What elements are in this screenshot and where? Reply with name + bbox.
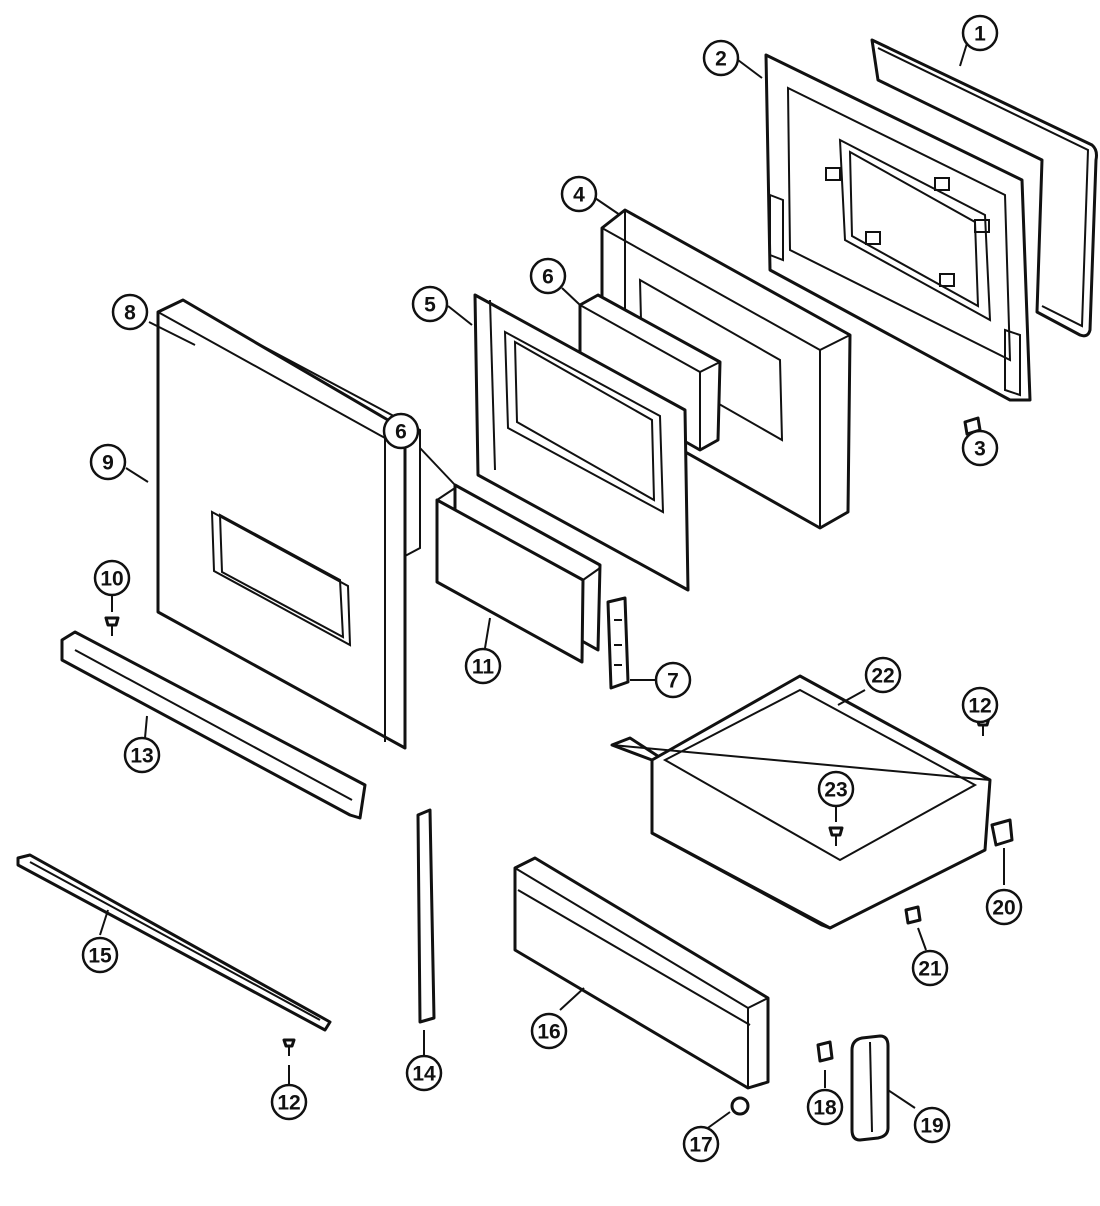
part-outer-door-panel bbox=[156, 298, 407, 750]
svg-text:6: 6 bbox=[542, 266, 554, 289]
callout-6-upper: 6 bbox=[529, 257, 567, 295]
svg-text:11: 11 bbox=[472, 656, 495, 679]
svg-text:16: 16 bbox=[537, 1021, 560, 1044]
svg-text:12: 12 bbox=[277, 1092, 300, 1115]
svg-text:17: 17 bbox=[689, 1134, 712, 1157]
part-door-insulation-strip bbox=[194, 309, 421, 557]
callout-16: 16 bbox=[530, 1012, 568, 1050]
callout-14: 14 bbox=[405, 1054, 443, 1092]
callout-3: 3 bbox=[961, 429, 999, 467]
svg-text:9: 9 bbox=[102, 452, 114, 475]
svg-text:5: 5 bbox=[424, 294, 436, 317]
callout-17: 17 bbox=[682, 1125, 720, 1163]
svg-text:13: 13 bbox=[130, 745, 153, 768]
callout-13: 13 bbox=[123, 736, 161, 774]
part-window-glass-lower bbox=[435, 483, 602, 664]
part-screw-12-lower bbox=[282, 1038, 296, 1056]
part-leg-cover bbox=[850, 1034, 890, 1142]
part-door-frame bbox=[473, 293, 690, 592]
callout-5: 5 bbox=[411, 285, 449, 323]
svg-text:18: 18 bbox=[813, 1097, 837, 1120]
svg-text:10: 10 bbox=[100, 568, 123, 591]
callout-11: 11 bbox=[464, 647, 502, 685]
callout-8: 8 bbox=[111, 293, 149, 331]
callout-23: 23 bbox=[817, 770, 855, 808]
part-bumper bbox=[730, 1096, 750, 1116]
svg-text:21: 21 bbox=[918, 958, 942, 981]
callout-1: 1 bbox=[961, 14, 999, 52]
part-door-gasket bbox=[870, 38, 1098, 338]
callout-19: 19 bbox=[913, 1106, 951, 1144]
callout-18: 18 bbox=[806, 1088, 844, 1126]
part-door-handle bbox=[60, 630, 367, 820]
svg-text:20: 20 bbox=[992, 897, 1015, 920]
callout-10: 10 bbox=[93, 559, 131, 597]
callout-21: 21 bbox=[911, 949, 949, 987]
svg-text:8: 8 bbox=[124, 302, 136, 325]
callout-6-lower: 6 bbox=[382, 412, 420, 450]
svg-text:22: 22 bbox=[871, 665, 894, 688]
svg-text:15: 15 bbox=[88, 945, 112, 968]
callout-4: 4 bbox=[560, 175, 598, 213]
callout-15: 15 bbox=[81, 936, 119, 974]
part-side-trim bbox=[416, 808, 436, 1024]
svg-text:3: 3 bbox=[974, 438, 986, 461]
callout-12-lower: 12 bbox=[270, 1083, 308, 1121]
svg-text:2: 2 bbox=[715, 48, 727, 71]
svg-text:7: 7 bbox=[667, 670, 679, 693]
callout-12-upper: 12 bbox=[961, 686, 999, 724]
part-foot bbox=[816, 1040, 834, 1063]
svg-text:1: 1 bbox=[974, 23, 986, 46]
callout-9: 9 bbox=[89, 443, 127, 481]
part-drawer-front-panel bbox=[513, 856, 770, 1090]
part-drawer-rail bbox=[16, 853, 332, 1032]
callout-22: 22 bbox=[864, 656, 902, 694]
callout-20: 20 bbox=[985, 888, 1023, 926]
part-screw-23 bbox=[828, 826, 844, 846]
part-drawer-stop bbox=[904, 905, 922, 925]
svg-text:19: 19 bbox=[920, 1115, 943, 1138]
svg-text:23: 23 bbox=[824, 779, 847, 802]
svg-text:14: 14 bbox=[412, 1063, 436, 1086]
part-inner-door-panel bbox=[764, 53, 1032, 402]
svg-text:4: 4 bbox=[573, 184, 585, 207]
svg-text:12: 12 bbox=[968, 695, 991, 718]
part-drawer-body bbox=[610, 674, 992, 930]
part-drawer-clip bbox=[990, 818, 1014, 847]
callout-2: 2 bbox=[702, 39, 740, 77]
callout-7: 7 bbox=[654, 661, 692, 699]
part-screw-10 bbox=[104, 616, 120, 636]
part-hinge-bracket bbox=[606, 596, 630, 690]
svg-text:6: 6 bbox=[395, 421, 407, 444]
